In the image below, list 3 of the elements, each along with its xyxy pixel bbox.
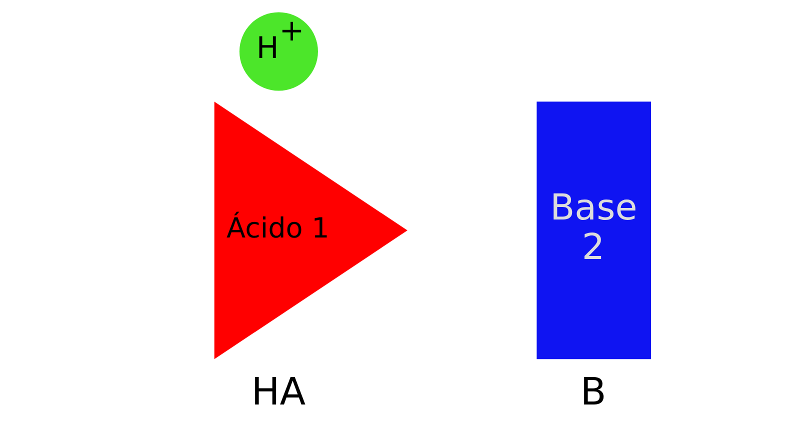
- node-label: B: [580, 369, 606, 414]
- node-label: HA: [250, 369, 306, 414]
- node-box: Base 2: [536, 102, 651, 360]
